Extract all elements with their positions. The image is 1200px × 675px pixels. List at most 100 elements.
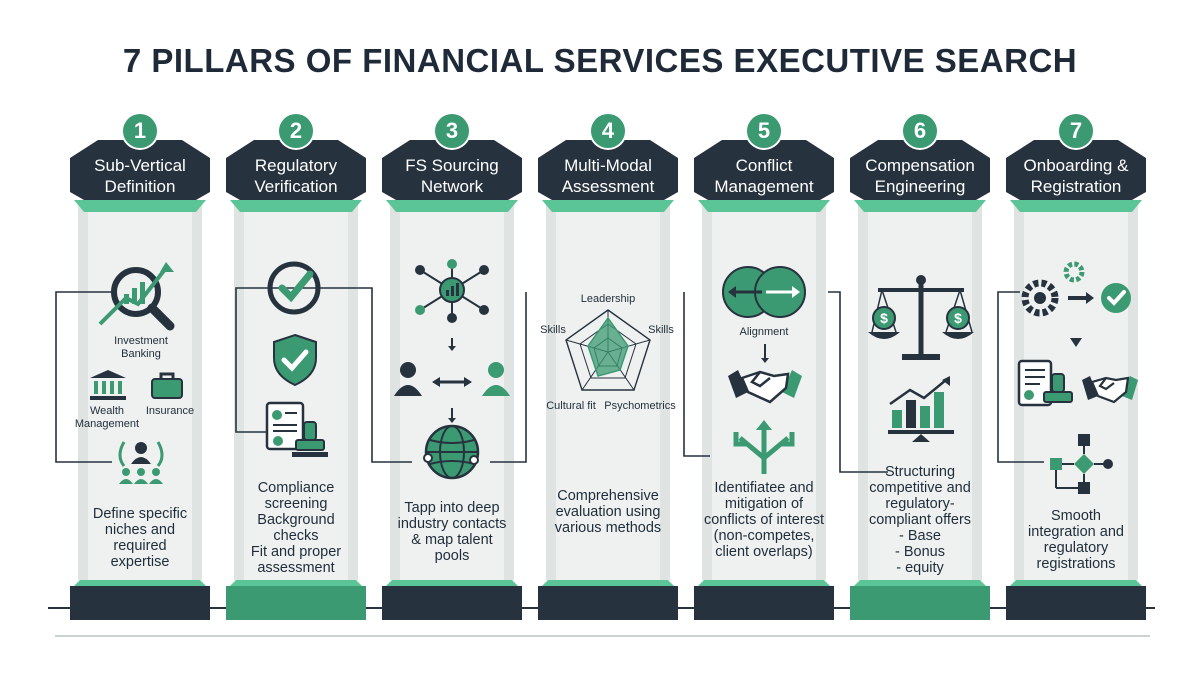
pillar-column-shade bbox=[234, 200, 244, 580]
check-circle-icon bbox=[267, 261, 321, 315]
pillar-description: Define specific niches and required expe… bbox=[92, 506, 188, 570]
pillar-capital bbox=[850, 140, 990, 200]
pillar-base bbox=[538, 586, 678, 620]
bar-chart-icon bbox=[888, 376, 954, 442]
pillar-column-shade bbox=[702, 200, 712, 580]
pillar-description: Comprehensive evaluation using various m… bbox=[554, 488, 662, 536]
pillar-base-trim bbox=[1010, 580, 1142, 586]
label-psychometrics: Psychometrics bbox=[604, 400, 676, 412]
branch-arrows-icon bbox=[733, 420, 795, 474]
pillar-column-shade bbox=[192, 200, 202, 580]
bank-icon bbox=[90, 370, 126, 400]
pillar-column-shade bbox=[858, 200, 868, 580]
connector-line bbox=[997, 291, 1044, 463]
pillar-column-shade bbox=[972, 200, 982, 580]
pillar-column-shade bbox=[78, 200, 88, 580]
pillar-4: 4 Multi-Modal Assessment Leadership Skil… bbox=[538, 110, 678, 620]
label-wealth-management: Wealth Management bbox=[74, 405, 140, 430]
down-arrow-icon bbox=[1070, 338, 1082, 347]
pillar-number: 1 bbox=[123, 114, 157, 148]
pillar-5: 5 Conflict Management Alignment Identifi… bbox=[694, 110, 834, 620]
label-leadership: Leadership bbox=[580, 293, 636, 305]
magnifier-chart-icon bbox=[98, 262, 175, 331]
pillar-heading: Multi-Modal Assessment bbox=[561, 156, 655, 196]
pillar-description: Compliance screening Background checks F… bbox=[250, 480, 342, 576]
pillar-number: 2 bbox=[279, 114, 313, 148]
label-skills-left: Skills bbox=[540, 324, 566, 336]
pillar-capital bbox=[70, 140, 210, 200]
pillar-heading: Regulatory Verification bbox=[254, 156, 338, 196]
overlap-arrows-icon bbox=[722, 266, 806, 318]
pillar-base-trim bbox=[230, 580, 362, 586]
pillar-capital bbox=[694, 140, 834, 200]
pillar-trim bbox=[698, 200, 830, 212]
pillar-description: Tapp into deep industry contacts & map t… bbox=[397, 500, 507, 564]
pillar-description: Identifiatee and mitigation of conflicts… bbox=[703, 480, 825, 560]
pillar-trim bbox=[230, 200, 362, 212]
pillar-column-shade bbox=[546, 200, 556, 580]
pillar-7: 7 Onboarding & Registration Smo bbox=[1006, 110, 1146, 620]
pillar-description: Structuring competitive and regulatory- … bbox=[868, 464, 972, 576]
pillar-trim bbox=[74, 200, 206, 212]
pillar-column-shade bbox=[660, 200, 670, 580]
people-network-icon bbox=[118, 441, 164, 484]
pillar-1: 1 Sub-Vertical Definition Investment Ban… bbox=[70, 110, 210, 620]
pillar-number: 4 bbox=[591, 114, 625, 148]
pillar-heading: FS Sourcing Network bbox=[405, 156, 499, 196]
pillar-base-trim bbox=[542, 580, 674, 586]
pillar-base bbox=[1006, 586, 1146, 620]
pillar-trim bbox=[386, 200, 518, 212]
pillar-capital bbox=[226, 140, 366, 200]
pillar-3: 3 FS Sourcing Network Tapp into deep ind… bbox=[382, 110, 522, 620]
label-investment-banking: Investment Banking bbox=[114, 335, 168, 360]
radar-chart-icon bbox=[565, 309, 651, 391]
flowchart-icon bbox=[1050, 434, 1113, 494]
pillar-column bbox=[858, 200, 982, 580]
pillar-capital bbox=[1006, 140, 1146, 200]
pillar-base bbox=[70, 586, 210, 620]
label-insurance: Insurance bbox=[145, 405, 195, 417]
pillar-column-shade bbox=[348, 200, 358, 580]
handshake-icon bbox=[728, 344, 802, 404]
page-title: 7 PILLARS OF FINANCIAL SERVICES EXECUTIV… bbox=[122, 42, 1078, 79]
pillar-heading: Sub-Vertical Definition bbox=[94, 156, 186, 196]
connector-line bbox=[490, 292, 527, 463]
pillar-base-trim bbox=[698, 580, 830, 586]
pillar-description: Smooth integration and regulatory regist… bbox=[1028, 508, 1124, 572]
svg-text:$: $ bbox=[880, 310, 888, 326]
pillar-column-shade bbox=[504, 200, 514, 580]
network-nodes-icon bbox=[415, 259, 489, 323]
person-exchange-icon bbox=[394, 338, 510, 396]
pillar-number: 3 bbox=[435, 114, 469, 148]
document-stamp-icon bbox=[265, 401, 328, 457]
connector-line bbox=[235, 287, 266, 433]
pillar-number: 6 bbox=[903, 114, 937, 148]
pillar-base-trim bbox=[386, 580, 518, 586]
connector-line bbox=[55, 291, 112, 463]
document-stamp-icon bbox=[1017, 359, 1073, 407]
pillar-heading: Onboarding & Registration bbox=[1023, 156, 1129, 196]
briefcase-icon bbox=[151, 372, 183, 399]
pillar-base-trim bbox=[854, 580, 986, 586]
pillar-2: 2 Regulatory Verification Compliance scr… bbox=[226, 110, 366, 620]
handshake-icon bbox=[1082, 376, 1138, 404]
shield-check-icon bbox=[273, 333, 317, 387]
pillar-column-shade bbox=[390, 200, 400, 580]
pillar-heading: Compensation Engineering bbox=[865, 156, 975, 196]
pillar-capital bbox=[382, 140, 522, 200]
balance-scale-icon: $ $ bbox=[868, 275, 974, 360]
svg-text:$: $ bbox=[954, 310, 962, 326]
pillar-base-trim bbox=[74, 580, 206, 586]
pillar-heading: Conflict Management bbox=[714, 156, 814, 196]
pillar-base bbox=[226, 586, 366, 620]
pillar-6: 6 Compensation Engineering $ $ Structuri… bbox=[850, 110, 990, 620]
pillar-base bbox=[694, 586, 834, 620]
pillar-column-shade bbox=[816, 200, 826, 580]
connector-line bbox=[683, 292, 710, 457]
pillar-trim bbox=[854, 200, 986, 212]
label-skills-right: Skills bbox=[648, 324, 674, 336]
pillar-base bbox=[382, 586, 522, 620]
pillar-number: 5 bbox=[747, 114, 781, 148]
globe-network-icon bbox=[423, 408, 480, 480]
pillar-capital bbox=[538, 140, 678, 200]
